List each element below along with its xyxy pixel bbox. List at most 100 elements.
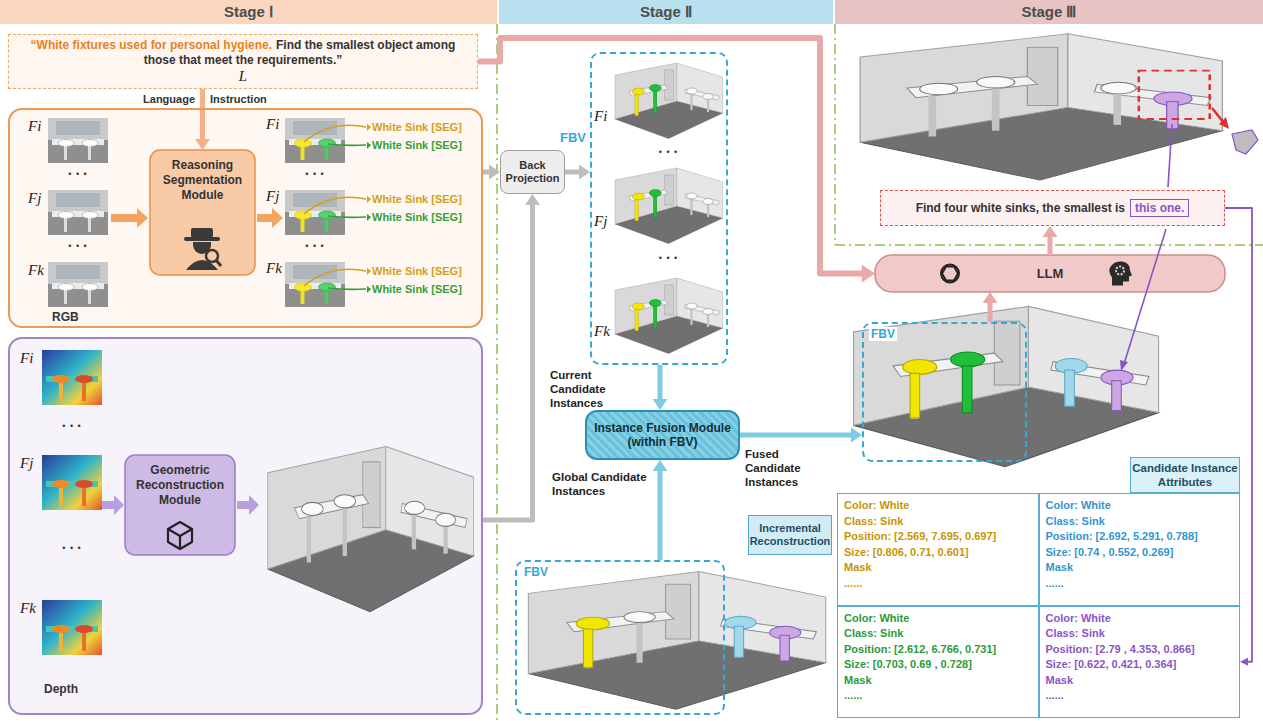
node-text: Class: Sink	[844, 514, 1032, 530]
label-text: • • •	[42, 420, 102, 433]
node-text: Color: White	[844, 611, 1032, 627]
node-text: Reasoning Segmentation Module	[154, 158, 251, 203]
connector-line	[483, 204, 533, 520]
connector-line	[200, 89, 205, 140]
label-text: Global Candidate Instances	[552, 470, 652, 498]
label-text: White Sink [SEG]	[372, 121, 482, 134]
node-text: Back Projection	[501, 159, 564, 185]
node-text: Mask	[1046, 673, 1234, 689]
label-text: • • •	[612, 146, 725, 159]
node-text: “White fixtures used for personal hygien…	[31, 38, 272, 52]
node-text: FBV	[869, 327, 897, 341]
node-text: Color: White	[1046, 498, 1234, 514]
node-text: Size: [0.74 , 0.552, 0.269]	[1046, 545, 1234, 561]
node-text: Stage Ⅱ	[499, 0, 833, 24]
node-text: Position: [2.569, 7.695, 0.697]	[844, 529, 1032, 545]
label-text: White Sink [SEG]	[372, 211, 482, 224]
node-text: Mask	[844, 560, 1032, 576]
label-text: Fk	[266, 260, 284, 276]
node-text: Color: White	[844, 498, 1032, 514]
fbv-region: FBV	[862, 322, 1027, 462]
node-text: Find four white sinks, the smallest is	[916, 201, 1125, 215]
connector-line	[658, 470, 663, 560]
label-text: White Sink [SEG]	[372, 265, 482, 278]
stage-header: Stage Ⅰ	[0, 0, 497, 24]
attribute-cell: Color: WhiteClass: SinkPosition: [2.692,…	[1039, 493, 1241, 606]
attribute-cell: Color: WhiteClass: SinkPosition: [2.79 ,…	[1039, 606, 1241, 719]
arrow-head	[653, 460, 668, 471]
arrow-head	[1043, 226, 1058, 237]
connector	[1043, 226, 1058, 255]
label-text: White Sink [SEG]	[372, 283, 482, 296]
arrow-head	[195, 139, 210, 150]
label-text: White Sink [SEG]	[372, 139, 482, 152]
arrow-head	[1240, 658, 1248, 666]
node-text: Candidate Instance Attributes	[1130, 457, 1240, 493]
label-text: Fk	[594, 323, 612, 339]
arrow-head	[983, 292, 998, 303]
connector	[483, 194, 540, 520]
connector-line	[565, 170, 580, 175]
label-text: Fk	[20, 600, 38, 616]
node-text: Position: [2.692, 5.291, 0.788]	[1046, 529, 1234, 545]
label-text: Fi	[266, 116, 284, 132]
fbv-region: FBV	[590, 52, 728, 365]
label-text: Fi	[594, 108, 612, 124]
connector-line	[483, 170, 490, 175]
instruction-box: “White fixtures used for personal hygien…	[8, 34, 478, 89]
node-text: Position: [2.612, 6.766, 0.731]	[844, 642, 1032, 658]
node-text: ......	[1046, 576, 1234, 592]
node-text: Color: White	[1046, 611, 1234, 627]
fusion-module: Instance Fusion Module (within FBV)	[585, 410, 740, 460]
connector-line	[988, 302, 993, 322]
label-text: • • •	[612, 252, 725, 265]
node-text: Geometric Reconstruction Module	[129, 463, 231, 508]
label-text: Current Candidate Instances	[550, 368, 650, 410]
attribute-cell: Color: WhiteClass: SinkPosition: [2.612,…	[837, 606, 1039, 719]
answer-highlight: this one.	[1130, 199, 1189, 217]
node-text: Position: [2.79 , 4.353, 0.866]	[1046, 642, 1234, 658]
label-text: Fused Candidate Instances	[745, 447, 835, 489]
arrow-head	[489, 165, 500, 180]
connector	[195, 89, 210, 150]
back-projection-box: Back Projection	[500, 150, 565, 194]
label-text: Fj	[28, 190, 46, 206]
stage-header: Stage Ⅲ	[835, 0, 1263, 24]
node-text: this one.	[1135, 201, 1184, 215]
connector-line	[740, 433, 852, 438]
segmentation-module: Reasoning Segmentation Module	[150, 150, 255, 275]
label-text: Fi	[28, 118, 46, 134]
reconstruction-module: Geometric Reconstruction Module	[125, 455, 235, 555]
node-text: RGB	[52, 310, 79, 324]
label-text: • • •	[285, 240, 345, 253]
label-text: • • •	[42, 542, 102, 555]
node-text: ......	[844, 576, 1032, 592]
connector-line	[478, 38, 863, 274]
label-text: Instruction	[210, 93, 300, 106]
node-text: L	[17, 68, 469, 85]
node-text: Incremental Reconstruction	[749, 522, 831, 548]
arrow-head	[579, 165, 590, 180]
node-text: Class: Sink	[1046, 514, 1234, 530]
connector	[653, 365, 668, 410]
node-text: Size: [0.806, 0.71, 0.601]	[844, 545, 1032, 561]
label-text: Fj	[266, 188, 284, 204]
node-text: Mask	[844, 673, 1032, 689]
fbv-region: FBV	[515, 560, 725, 715]
stage-header: Stage Ⅱ	[499, 0, 833, 24]
label-text: Fk	[28, 262, 46, 278]
label-text: • • •	[48, 168, 108, 181]
connector-line	[1048, 236, 1053, 255]
node-text: Mask	[1046, 560, 1234, 576]
node-text: FBV	[560, 130, 586, 145]
node-text: Stage Ⅲ	[835, 0, 1263, 24]
connector	[983, 292, 998, 322]
node-text: LLM	[1037, 266, 1064, 281]
arrow-head	[653, 399, 668, 410]
label-text: Fj	[20, 455, 38, 471]
node-text: Class: Sink	[1046, 626, 1234, 642]
arrow-head	[525, 194, 540, 205]
node-text: ......	[844, 688, 1032, 704]
label-text: Language	[110, 93, 195, 106]
